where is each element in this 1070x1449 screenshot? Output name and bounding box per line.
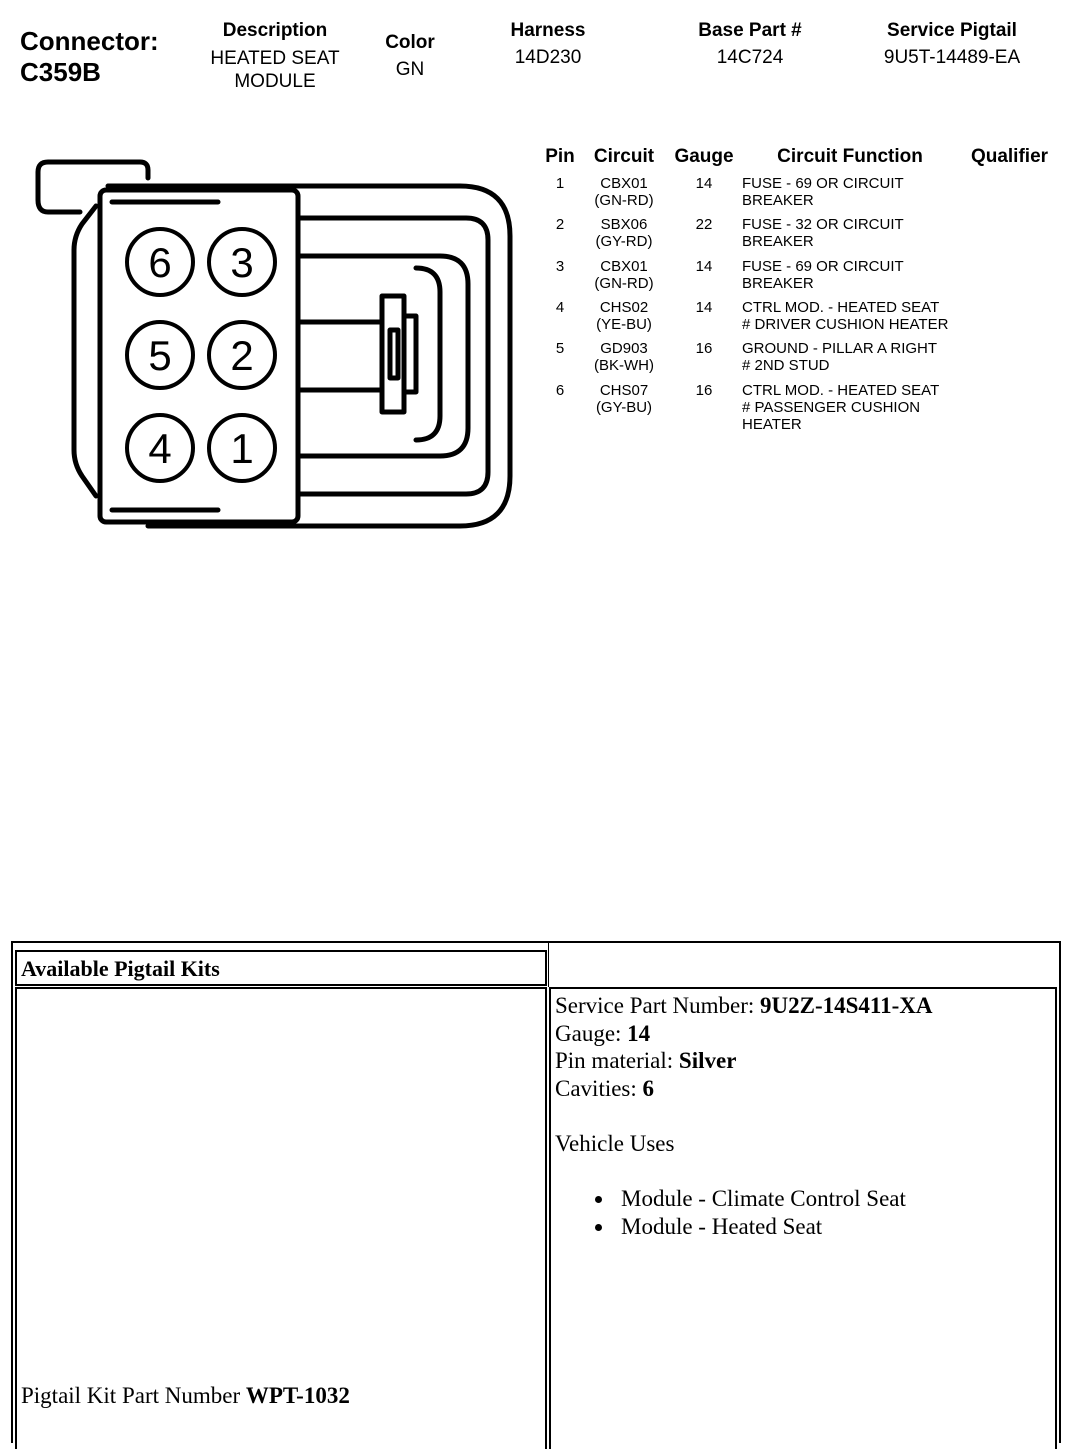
base-part-column: Base Part # 14C724 bbox=[680, 20, 820, 69]
pigtail-kits-title-cell: Available Pigtail Kits bbox=[15, 950, 547, 986]
pigtail-kits-header-divider bbox=[548, 943, 550, 987]
pin-circuit: CBX01 (GN-RD) bbox=[584, 175, 664, 209]
kit-gauge-value: 14 bbox=[627, 1021, 651, 1046]
kit-gauge-label: Gauge: bbox=[555, 1021, 628, 1046]
connector-id: C359B bbox=[20, 57, 101, 87]
cavity-grid bbox=[125, 227, 277, 483]
base-part-value: 14C724 bbox=[716, 47, 784, 68]
cavity-label-5: 5 bbox=[148, 332, 171, 379]
qualifier-header: Qualifier bbox=[970, 146, 1049, 167]
circuit-code: GD903 bbox=[600, 340, 648, 357]
gauge-header: Gauge bbox=[674, 146, 734, 167]
harness-column: Harness 14D230 bbox=[488, 20, 608, 69]
vehicle-uses-heading: Vehicle Uses bbox=[555, 1131, 675, 1156]
wire-color: (GY-RD) bbox=[595, 233, 653, 250]
pin-function: CTRL MOD. - HEATED SEAT # DRIVER CUSHION… bbox=[742, 299, 949, 333]
pin-function: GROUND - PILLAR A RIGHT # 2ND STUD bbox=[742, 340, 938, 374]
circuit-code: CHS02 bbox=[599, 299, 649, 316]
pigtail-kit-details-cell: Service Part Number: 9U2Z-14S411-XA Gaug… bbox=[549, 987, 1057, 1449]
pin-gauge: 22 bbox=[695, 216, 713, 233]
pigtail-kits-title: Available Pigtail Kits bbox=[21, 956, 220, 981]
circuit-code: CHS07 bbox=[599, 382, 649, 399]
pin-material-label: Pin material: bbox=[555, 1048, 679, 1073]
pin-number: 6 bbox=[555, 382, 565, 399]
kit-gauge: Gauge: 14 bbox=[555, 1021, 650, 1047]
cavity-label-4: 4 bbox=[148, 425, 171, 472]
harness-label: Harness bbox=[510, 20, 586, 41]
pin-material-value: Silver bbox=[678, 1048, 737, 1073]
cavities: Cavities: 6 bbox=[555, 1076, 654, 1102]
pin-circuit: GD903 (BK-WH) bbox=[584, 340, 664, 374]
description-label: Description bbox=[222, 20, 328, 41]
pin-number: 1 bbox=[555, 175, 565, 192]
connector-label: Connector: bbox=[20, 26, 159, 56]
vehicle-uses-list: Module - Climate Control Seat Module - H… bbox=[595, 1185, 906, 1241]
pin-function: FUSE - 69 OR CIRCUIT BREAKER bbox=[742, 175, 904, 209]
cavity-label-2: 2 bbox=[230, 332, 253, 379]
color-label: Color bbox=[385, 32, 435, 53]
pin-function: FUSE - 69 OR CIRCUIT BREAKER bbox=[742, 258, 904, 292]
cavity-label-6: 6 bbox=[148, 239, 171, 286]
connector-title: Connector: C359B bbox=[20, 26, 159, 88]
pin-gauge: 14 bbox=[695, 175, 713, 192]
service-pigtail-column: Service Pigtail 9U5T-14489-EA bbox=[862, 20, 1042, 69]
wire-color: (GN-RD) bbox=[594, 192, 654, 209]
cavity-label-3: 3 bbox=[230, 239, 253, 286]
wire-color: (BK-WH) bbox=[594, 357, 654, 374]
pin-function: FUSE - 32 OR CIRCUIT BREAKER bbox=[742, 216, 904, 250]
pigtail-kit-value: WPT-1032 bbox=[245, 1383, 350, 1408]
harness-value: 14D230 bbox=[514, 47, 582, 68]
circuit-code: SBX06 bbox=[600, 216, 648, 233]
pigtail-kits-table bbox=[11, 941, 1061, 1443]
pigtail-kit-image-cell: Pigtail Kit Part Number WPT-1032 bbox=[15, 987, 547, 1449]
pin-number: 2 bbox=[555, 216, 565, 233]
wire-color: (GN-RD) bbox=[594, 275, 654, 292]
service-part-number: Service Part Number: 9U2Z-14S411-XA bbox=[555, 993, 933, 1019]
pin-number: 3 bbox=[555, 258, 565, 275]
circuit-code: CBX01 bbox=[600, 258, 648, 275]
service-pigtail-value: 9U5T-14489-EA bbox=[883, 47, 1021, 68]
pin-function: CTRL MOD. - HEATED SEAT # PASSENGER CUSH… bbox=[742, 382, 940, 433]
pin-number: 5 bbox=[555, 340, 565, 357]
service-part-label: Service Part Number: bbox=[555, 993, 761, 1018]
vehicle-use-item: Module - Climate Control Seat bbox=[615, 1185, 906, 1213]
description-value: HEATED SEAT MODULE bbox=[210, 48, 340, 92]
pin-circuit: CHS07 (GY-BU) bbox=[584, 382, 664, 416]
vehicle-use-item: Module - Heated Seat bbox=[615, 1213, 906, 1241]
pin-circuit: SBX06 (GY-RD) bbox=[584, 216, 664, 250]
cavities-value: 6 bbox=[642, 1076, 655, 1101]
pin-number: 4 bbox=[555, 299, 565, 316]
connector-face-diagram: 6 3 5 2 4 1 bbox=[35, 159, 513, 529]
pin-circuit: CHS02 (YE-BU) bbox=[584, 299, 664, 333]
circuit-header: Circuit bbox=[593, 146, 655, 167]
color-value: GN bbox=[395, 59, 425, 80]
cavities-label: Cavities: bbox=[555, 1076, 643, 1101]
wire-color: (GY-BU) bbox=[595, 399, 653, 416]
pin-gauge: 14 bbox=[695, 258, 713, 275]
pin-gauge: 16 bbox=[695, 382, 713, 399]
pigtail-kit-label: Pigtail Kit Part Number bbox=[21, 1383, 246, 1408]
service-part-value: 9U2Z-14S411-XA bbox=[760, 993, 933, 1018]
description-column: Description HEATED SEAT MODULE bbox=[190, 20, 360, 93]
base-part-label: Base Part # bbox=[698, 20, 802, 41]
pin-header: Pin bbox=[545, 146, 575, 167]
circuit-function-header: Circuit Function bbox=[777, 146, 923, 167]
pin-gauge: 16 bbox=[695, 340, 713, 357]
pin-material: Pin material: Silver bbox=[555, 1048, 736, 1074]
cavity-label-1: 1 bbox=[230, 425, 253, 472]
pin-gauge: 14 bbox=[695, 299, 713, 316]
service-pigtail-label: Service Pigtail bbox=[887, 20, 1017, 41]
color-column: Color GN bbox=[370, 32, 450, 81]
wire-color: (YE-BU) bbox=[596, 316, 652, 333]
pigtail-kit-part-number: Pigtail Kit Part Number WPT-1032 bbox=[21, 1383, 350, 1409]
circuit-code: CBX01 bbox=[600, 175, 648, 192]
pin-circuit: CBX01 (GN-RD) bbox=[584, 258, 664, 292]
